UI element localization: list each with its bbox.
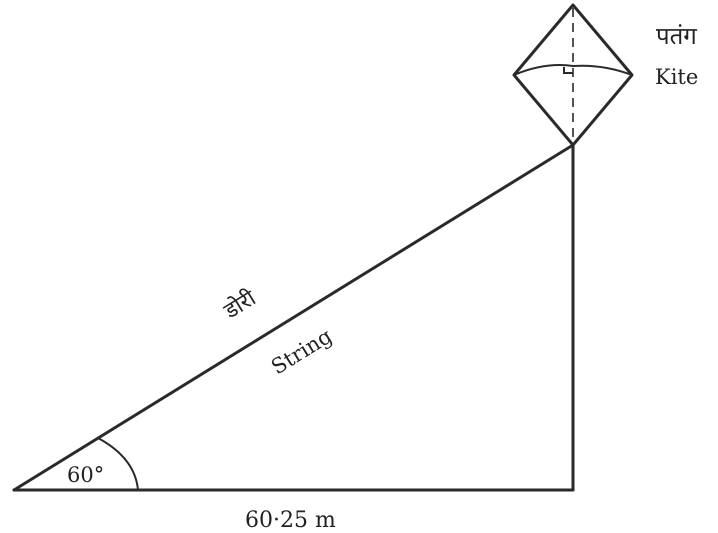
- right-triangle: [12, 143, 575, 492]
- string-english-label: String: [267, 324, 336, 379]
- kite-hindi-label: पतंग: [656, 22, 697, 50]
- base-length-label: 60·25 m: [245, 508, 336, 533]
- kite-shape: [512, 3, 634, 147]
- kite-cross-curve: [513, 64, 633, 76]
- string-hindi-label: डोरी: [219, 285, 261, 325]
- kite-outline: [512, 3, 634, 147]
- angle-arc: [97, 437, 139, 491]
- angle-label: 60°: [67, 463, 104, 487]
- kite-right-angle-mark: [563, 67, 573, 74]
- string-line: [12, 143, 575, 492]
- kite-english-label: Kite: [655, 65, 698, 89]
